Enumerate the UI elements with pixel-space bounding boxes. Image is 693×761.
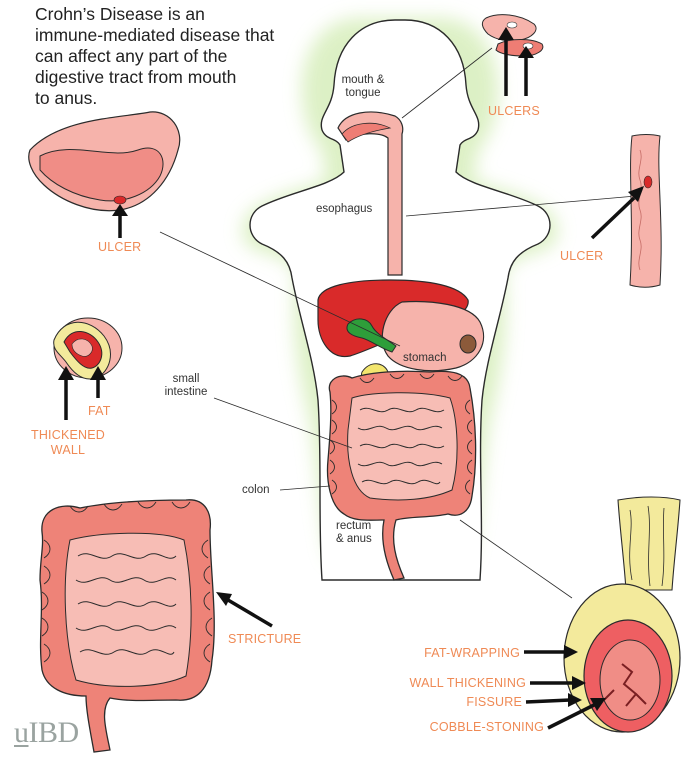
stomach-inset (29, 112, 180, 238)
label-rectum-line-1: rectum (336, 520, 372, 533)
cross-mucosa (600, 640, 660, 720)
arrow-fissure-shaft (526, 700, 570, 702)
callout-fat-wrapping: FAT-WRAPPING (380, 646, 520, 661)
label-colon: colon (242, 484, 270, 497)
label-mouth-tongue: mouth & tongue (334, 74, 392, 100)
spleen (460, 335, 476, 353)
callout-fissure: FISSURE (380, 695, 522, 710)
intro-line-1: Crohn’s Disease is an (35, 4, 325, 25)
callout-thickened-line-1: THICKENED (24, 428, 112, 443)
esophagus-ulcer-spot (644, 176, 652, 188)
label-esophagus: esophagus (316, 203, 372, 216)
intro-line-3: can affect any part of the (35, 46, 325, 67)
arrow-ulcer-esophagus-shaft (592, 198, 634, 238)
label-stomach: stomach (403, 352, 446, 365)
intro-line-5: to anus. (35, 88, 325, 109)
callout-wall-thickening: WALL THICKENING (380, 676, 526, 691)
callout-thickened-wall: THICKENED WALL (24, 428, 112, 458)
label-mouth-line-1: mouth & (334, 74, 392, 87)
callout-ulcers: ULCERS (488, 104, 540, 119)
logo-u: u (14, 716, 29, 750)
logo-ibd: IBD (29, 716, 79, 749)
label-small-intestine: small intestine (154, 373, 218, 399)
uibd-logo: uIBD (14, 716, 79, 750)
crosssection-inset (524, 497, 680, 732)
intro-line-4: digestive tract from mouth (35, 67, 325, 88)
esophagus-inset-tube (630, 135, 661, 288)
arrow-stricture-shaft (228, 600, 272, 626)
intro-line-2: immune-mediated disease that (35, 25, 325, 46)
mouth-ulcer-1 (507, 22, 517, 28)
label-small-intestine-line-1: small (154, 373, 218, 386)
callout-ulcer-esophagus: ULCER (560, 249, 603, 264)
callout-fat: FAT (88, 404, 111, 419)
label-rectum-line-2: & anus (336, 533, 372, 546)
colon-inset (40, 500, 272, 752)
callout-thickened-line-2: WALL (24, 443, 112, 458)
mouth-inset-tongue (496, 40, 543, 57)
stomach-ulcer-spot (114, 196, 126, 204)
intro-text: Crohn’s Disease is an immune-mediated di… (35, 4, 325, 109)
mouth-ulcer-2 (523, 43, 533, 49)
esophagus-inset (592, 135, 661, 288)
label-rectum-anus: rectum & anus (336, 520, 372, 546)
label-mouth-line-2: tongue (334, 87, 392, 100)
callout-stricture: STRICTURE (228, 632, 301, 647)
label-small-intestine-line-2: intestine (154, 386, 218, 399)
callout-cobble-stoning: COBBLE-STONING (380, 720, 544, 735)
callout-ulcer-stomach: ULCER (98, 240, 141, 255)
